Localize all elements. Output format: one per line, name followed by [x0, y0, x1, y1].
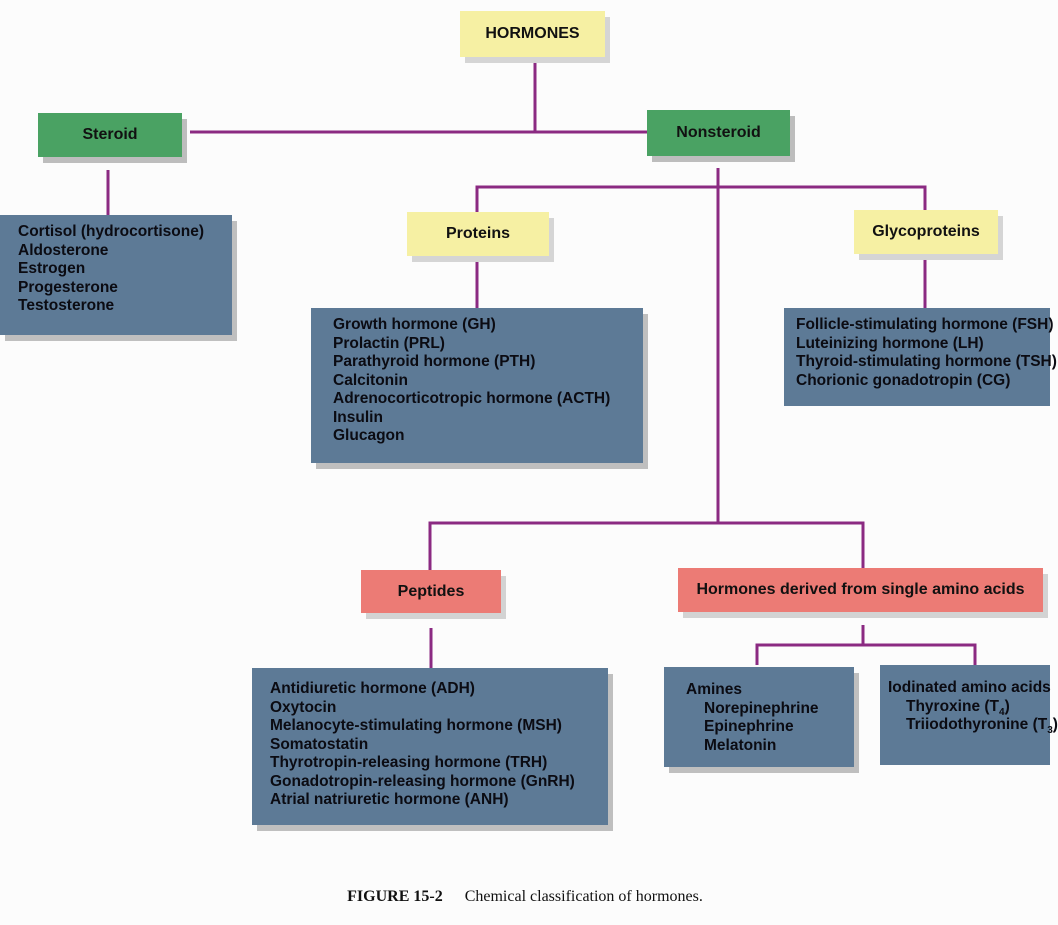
amino-derived-label: Hormones derived from single amino acids	[696, 581, 1025, 598]
connector-peptides-amino	[428, 521, 865, 570]
peptides-label: Peptides	[397, 582, 465, 600]
bleed-through-marks	[45, 65, 49, 81]
list-item: Epinephrine	[704, 718, 794, 735]
list-item: Melatonin	[704, 736, 777, 754]
list-item: Chorionic gonadotropin (CG)	[796, 371, 1011, 389]
list-item: Follicle-stimulating hormone (FSH)	[796, 316, 1054, 333]
amines-heading: Amines	[686, 681, 742, 698]
list-item: Adrenocorticotropic hormone (ACTH)	[333, 390, 611, 407]
list-item: Insulin	[333, 408, 383, 426]
proteins-list: Growth hormone (GH) Prolactin (PRL) Para…	[311, 308, 643, 463]
list-item: Gonadotropin-releasing hormone (GnRH)	[270, 772, 575, 790]
list-item: Parathyroid hormone (PTH)	[333, 353, 536, 370]
nonsteroid-label: Nonsteroid	[676, 124, 761, 141]
figure-number: FIGURE 15-2	[347, 888, 443, 905]
hormones-label: HORMONES	[485, 25, 580, 42]
node-steroid: Steroid	[38, 113, 182, 157]
list-item: Atrial natriuretic hormone (ANH)	[270, 791, 509, 808]
connector-proteins-glyco	[475, 185, 927, 212]
list-item: Cortisol (hydrocortisone)	[18, 223, 205, 240]
list-item: Estrogen	[18, 260, 86, 277]
list-item: Norepinephrine	[704, 699, 819, 717]
node-nonsteroid: Nonsteroid	[647, 110, 790, 156]
list-item: Calcitonin	[333, 371, 408, 389]
iodinated-heading: Iodinated amino acids	[888, 679, 1051, 696]
glycoproteins-list: Follicle-stimulating hormone (FSH) Lutei…	[784, 308, 1057, 406]
figure-caption-text: Chemical classification of hormones.	[464, 888, 703, 905]
list-item: Prolactin (PRL)	[333, 334, 445, 352]
glycoproteins-label: Glycoproteins	[872, 223, 980, 240]
node-amino-derived: Hormones derived from single amino acids	[678, 568, 1043, 612]
node-glycoproteins: Glycoproteins	[854, 210, 998, 254]
list-item: Progesterone	[18, 278, 118, 296]
steroid-list: Cortisol (hydrocortisone) Aldosterone Es…	[0, 215, 232, 335]
list-item: Glucagon	[333, 427, 405, 444]
connector-amines-iodinated	[755, 643, 977, 665]
node-proteins: Proteins	[407, 212, 549, 256]
iodinated-list: Iodinated amino acids Thyroxine (T4) Tri…	[880, 665, 1058, 765]
list-item: Thyroxine (T4)	[906, 697, 1010, 718]
list-item: Growth hormone (GH)	[333, 316, 496, 333]
list-item: Thyroid-stimulating hormone (TSH)	[796, 353, 1057, 370]
list-item: Antidiuretic hormone (ADH)	[270, 680, 475, 697]
list-item: Oxytocin	[270, 698, 337, 716]
figure-caption: FIGURE 15-2 Chemical classification of h…	[0, 888, 1050, 906]
list-item: Luteinizing hormone (LH)	[796, 334, 984, 352]
node-hormones: HORMONES	[460, 11, 605, 57]
node-peptides: Peptides	[361, 570, 501, 613]
list-item: Testosterone	[18, 297, 115, 314]
steroid-label: Steroid	[82, 126, 138, 143]
list-item: Aldosterone	[18, 241, 109, 259]
list-item: Melanocyte-stimulating hormone (MSH)	[270, 717, 562, 734]
list-item: Somatostatin	[270, 735, 369, 753]
list-item: Triiodothyronine (T3)	[906, 716, 1058, 737]
amines-list: Amines Norepinephrine Epinephrine Melato…	[664, 667, 854, 767]
proteins-label: Proteins	[445, 225, 510, 242]
peptides-list: Antidiuretic hormone (ADH) Oxytocin Mela…	[252, 668, 608, 825]
list-item: Thyrotropin-releasing hormone (TRH)	[270, 754, 548, 771]
